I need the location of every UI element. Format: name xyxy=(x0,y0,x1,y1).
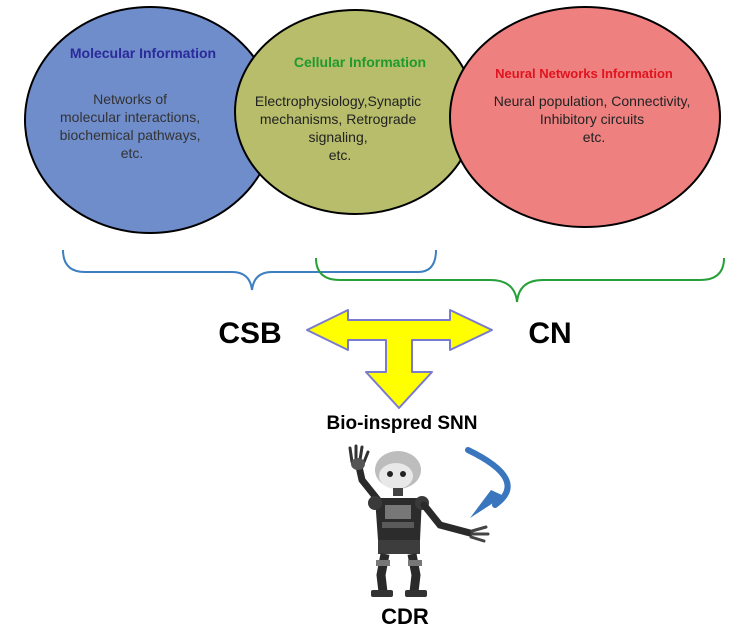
curved-arrow-icon xyxy=(465,447,511,508)
cellular-body: Electrophysiology,Synaptic mechanisms, R… xyxy=(255,93,425,163)
cdr-label: CDR xyxy=(381,604,429,629)
cn-brace xyxy=(315,257,725,303)
snn-label: Bio-inspred SNN xyxy=(327,413,478,434)
neural-body-line: Inhibitory circuits xyxy=(540,111,644,127)
cellular-body-line: signaling, xyxy=(308,129,367,145)
neural-body-line: Neural population, Connectivity, xyxy=(494,93,691,109)
neural-body: Neural population, Connectivity, Inhibit… xyxy=(494,93,695,145)
neural-title: Neural Networks Information xyxy=(495,66,673,81)
cellular-body-line: mechanisms, Retrograde xyxy=(260,111,417,127)
molecular-body: Networks of molecular interactions, bioc… xyxy=(60,91,205,161)
csb-label: CSB xyxy=(218,317,281,350)
molecular-body-line: molecular interactions, xyxy=(60,109,200,125)
cellular-body-line: etc. xyxy=(329,147,352,163)
molecular-body-line: etc. xyxy=(121,145,144,161)
molecular-body-line: Networks of xyxy=(93,91,167,107)
cellular-title: Cellular Information xyxy=(294,54,426,70)
cn-label: CN xyxy=(528,317,571,350)
csb-brace xyxy=(62,249,437,291)
molecular-body-line: biochemical pathways, xyxy=(60,127,201,143)
molecular-title: Molecular Information xyxy=(70,45,216,61)
cellular-body-line: Electrophysiology,Synaptic xyxy=(255,93,421,109)
robot-icon xyxy=(348,444,490,597)
neural-circle xyxy=(449,6,721,228)
curved-arrow-head-icon xyxy=(470,490,504,518)
neural-body-line: etc. xyxy=(583,129,606,145)
exchange-arrow xyxy=(306,309,493,409)
